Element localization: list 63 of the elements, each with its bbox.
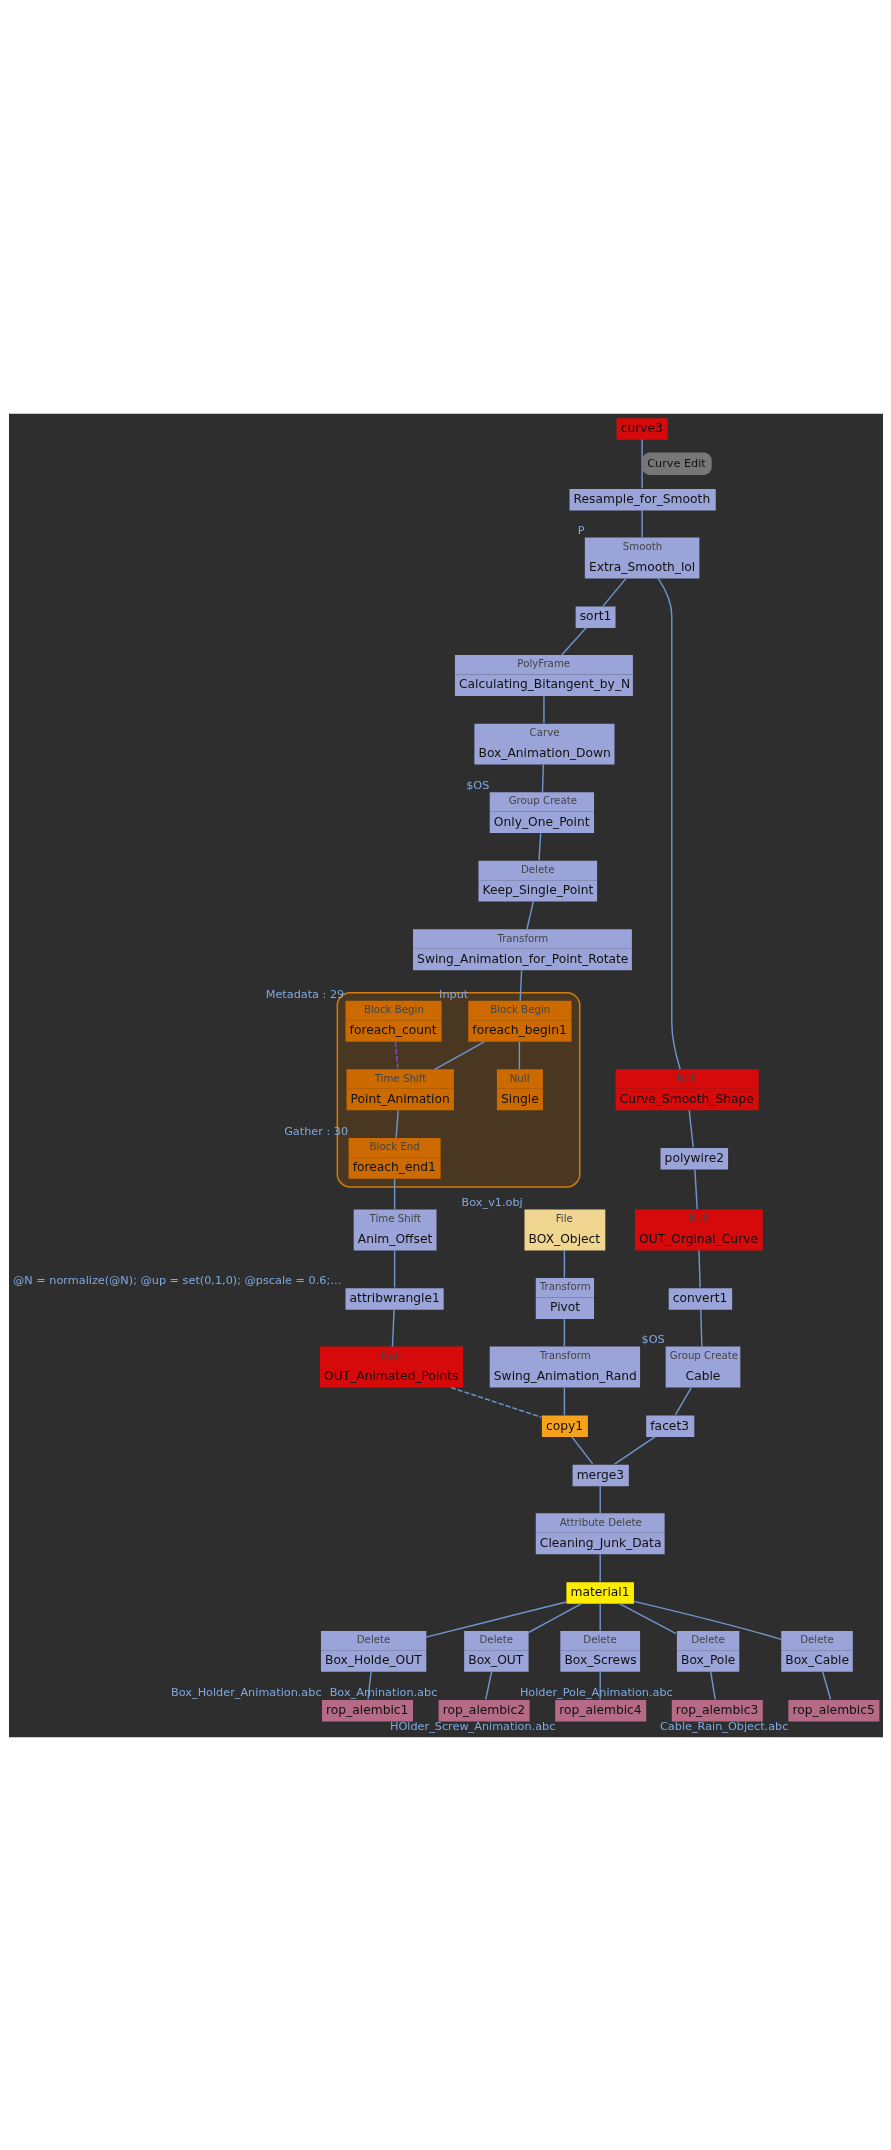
node-box: polywire2	[660, 1147, 728, 1170]
connector	[697, 1249, 701, 1288]
connector	[613, 1435, 656, 1465]
node-label: @N = normalize(@N); @up = set(0,1,0); @pscale = 0.6;…	[12, 1273, 341, 1287]
connector	[699, 1308, 703, 1347]
node-box: merge3	[572, 1464, 629, 1486]
node-label: Box_v1.obj	[461, 1195, 523, 1209]
connector	[640, 438, 643, 489]
connector	[519, 969, 522, 1001]
connector	[393, 1249, 395, 1288]
node-box: rop_alembic4	[554, 1699, 646, 1721]
node-box: material1	[565, 1581, 634, 1604]
connector	[821, 1670, 831, 1700]
node-box: facet3	[645, 1415, 694, 1437]
connector	[632, 1600, 782, 1640]
connector	[537, 832, 541, 861]
connector	[433, 1040, 485, 1070]
connector	[449, 1386, 542, 1418]
connector	[391, 1308, 395, 1347]
node-box: rop_alembic1	[321, 1699, 413, 1721]
connector	[570, 1435, 593, 1465]
connector	[563, 1317, 565, 1347]
connector	[602, 577, 627, 607]
connector	[394, 1040, 399, 1070]
connector	[674, 1386, 692, 1416]
node-box: copy1	[541, 1415, 588, 1437]
node-label: Metadata : 29	[265, 987, 344, 1001]
connector	[542, 694, 545, 724]
connector	[617, 1602, 677, 1634]
connector	[518, 1040, 520, 1070]
connector	[598, 1484, 601, 1514]
node-box: sort1	[575, 606, 616, 628]
connector	[484, 1670, 492, 1700]
node-label: $OS	[641, 1332, 665, 1346]
connector	[563, 1249, 565, 1278]
node-box: rop_alembic2	[438, 1699, 530, 1721]
connector	[525, 900, 534, 930]
node-box: rop_alembic3	[671, 1699, 763, 1721]
connector	[560, 626, 587, 656]
connector	[693, 1168, 698, 1210]
connector	[541, 763, 544, 793]
node-box: Resample_for_Smooth	[569, 488, 716, 510]
node-box: convert1	[668, 1287, 732, 1310]
connector	[598, 1553, 601, 1582]
node-box: rop_alembic5	[787, 1699, 879, 1721]
connector	[688, 1109, 694, 1148]
node-label: Box_Holder_Animation.abc	[170, 1685, 322, 1699]
connector	[393, 1177, 395, 1210]
connector	[424, 1600, 567, 1638]
connector	[563, 1386, 565, 1416]
node-label: P	[577, 523, 584, 537]
connector	[394, 1109, 399, 1138]
connector	[657, 577, 681, 1070]
connector	[598, 1602, 601, 1631]
connector	[526, 1602, 583, 1633]
connector	[709, 1670, 716, 1700]
connector	[640, 508, 643, 538]
node-label: $OS	[465, 778, 489, 792]
node-label: HOlder_Screw_Animation.abc	[389, 1719, 555, 1733]
node-label: Cable_Rain_Object.abc	[659, 1719, 788, 1733]
node-box: attribwrangle1	[345, 1287, 444, 1310]
node-box: curve3	[616, 417, 668, 440]
edge-label: Curve Edit	[646, 456, 706, 470]
